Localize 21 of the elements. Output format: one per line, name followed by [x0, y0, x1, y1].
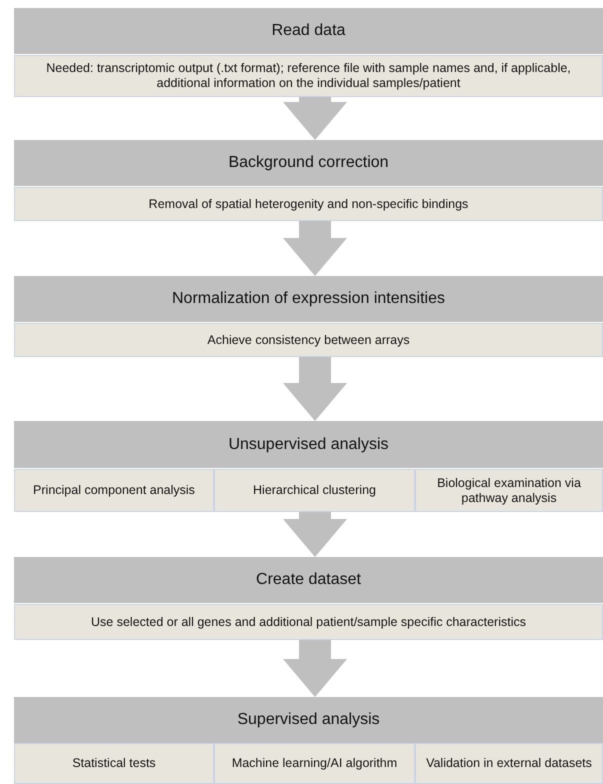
step-detail-box: Principal component analysis [14, 469, 214, 512]
step-header: Supervised analysis [14, 697, 603, 743]
block-arrow [283, 640, 347, 697]
step-detail-box: Use selected or all genes and additional patient/sample specific characteristics [14, 604, 603, 640]
block-arrow [283, 221, 347, 276]
step-detail-box: Hierarchical clustering [214, 469, 415, 512]
step-detail-box: Achieve consistency between arrays [14, 323, 603, 357]
step-detail-box: Needed: transcriptomic output (.txt format); reference file with sample names and, if applicable, additional information on the individual samples/patient [14, 55, 603, 97]
step-detail-box: Removal of spatial heterogenity and non-specific bindings [14, 187, 603, 221]
step-header: Read data [14, 8, 603, 54]
step-header: Unsupervised analysis [14, 421, 603, 468]
step-detail-box: Biological examination via pathway analysis [415, 469, 603, 512]
step-detail-box: Statistical tests [14, 743, 214, 784]
step-header: Normalization of expression intensities [14, 276, 603, 322]
block-arrow [283, 97, 347, 140]
step-detail-box: Validation in external datasets [415, 743, 603, 784]
step-detail-box: Machine learning/AI algorithm [214, 743, 415, 784]
step-header: Background correction [14, 140, 603, 186]
step-header: Create dataset [14, 557, 603, 603]
block-arrow [283, 512, 347, 557]
block-arrow [283, 357, 347, 421]
